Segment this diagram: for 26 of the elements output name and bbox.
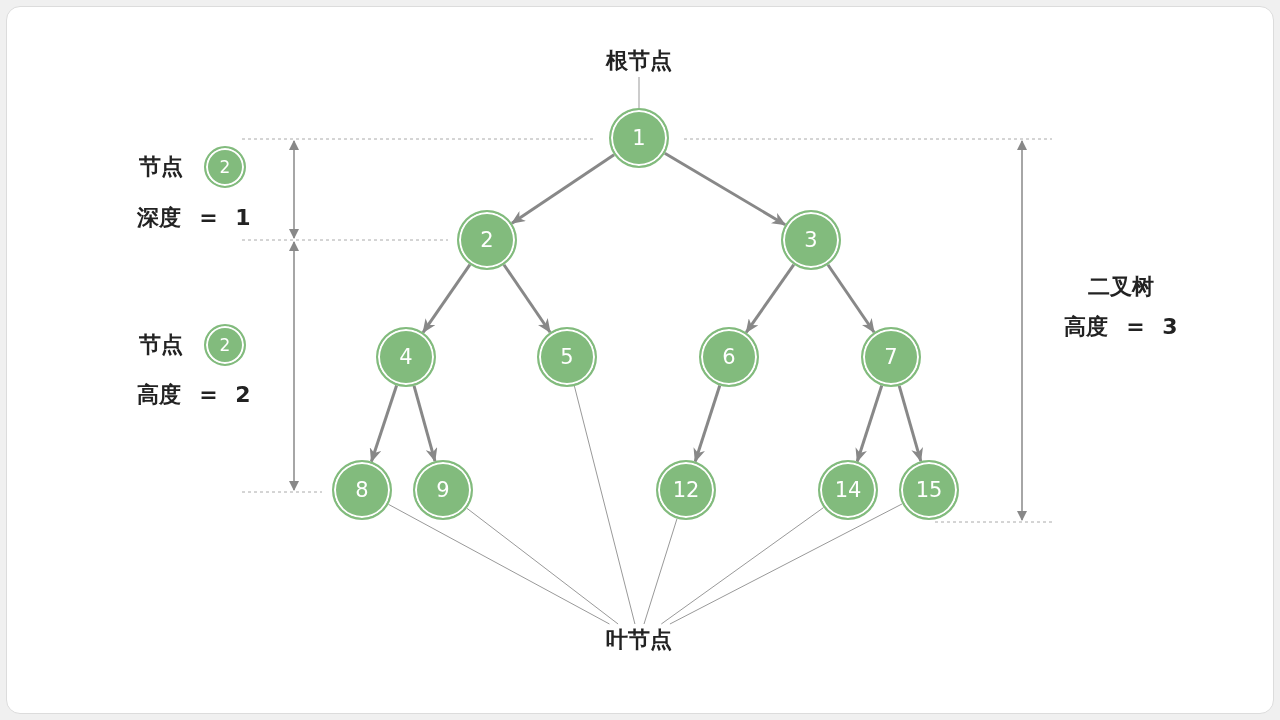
annotation-text: 节点	[139, 331, 183, 359]
arrow	[745, 263, 795, 334]
leader-line	[466, 507, 619, 625]
annotation-text: 高度 = 3	[1064, 313, 1178, 341]
arrow	[855, 385, 884, 463]
leader-line	[638, 76, 640, 109]
annotation-text: 二叉树	[1088, 273, 1154, 301]
annotation-text: 高度 = 2	[137, 381, 251, 409]
leader-line	[643, 518, 678, 625]
node-label: 根节点	[599, 45, 679, 77]
arrow	[826, 263, 876, 334]
leader-line	[387, 503, 610, 625]
arrow	[664, 152, 787, 226]
annotation-text: 节点	[139, 153, 183, 181]
arrow	[897, 385, 923, 463]
leader-line	[669, 503, 903, 625]
arrow	[693, 385, 722, 463]
arrow	[412, 385, 438, 463]
annotation-text: 深度 = 1	[137, 204, 251, 232]
leader-line	[660, 507, 825, 625]
arrow	[369, 385, 398, 463]
arrow	[421, 263, 472, 334]
arrow	[502, 263, 552, 334]
node-label: 叶节点	[599, 624, 679, 656]
leader-line	[573, 385, 636, 625]
arrow	[511, 153, 615, 225]
